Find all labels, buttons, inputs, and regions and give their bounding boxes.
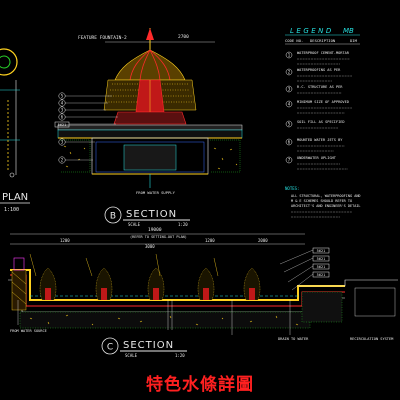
section-c-right-note: DRAIN TO WATER	[278, 337, 309, 341]
svg-text:5621: 5621	[317, 249, 326, 253]
section-c-right-note: RECIRCULATION SYSTEM	[350, 337, 394, 341]
section-c-top-dim: 19000	[148, 227, 162, 233]
section-c-dim: 1200	[205, 238, 215, 243]
svg-text:R.C. STRUCTURE AS PER: R.C. STRUCTURE AS PER	[297, 85, 343, 89]
section-c-title: SECTION	[123, 340, 174, 351]
svg-text:5621: 5621	[317, 273, 326, 277]
callout-tag: 5621	[312, 255, 330, 262]
svg-text:3: 3	[61, 140, 64, 145]
svg-text:4: 4	[61, 101, 64, 106]
plan-scale: 1:100	[4, 207, 19, 213]
section-c-drawing: 19000 (REFER TO SETTING-OUT PLAN) 1200 3…	[8, 227, 398, 358]
section-b-marker-circle	[104, 206, 122, 224]
legend-item: 6 MOUNTED WATER JETS BY	[285, 138, 345, 152]
legend-code-header: CODE NO.	[285, 38, 303, 43]
section-c-sub-label: (REFER TO SETTING-OUT PLAN)	[130, 235, 187, 239]
svg-text:5: 5	[288, 122, 291, 127]
legend-item: 7 UNDERWATER UPLIGHT	[285, 156, 348, 170]
section-c-marker: C	[107, 343, 113, 353]
legend-note-line: ARCHITECT'S AND ENGINEER'S DETAIL	[291, 204, 361, 208]
water-jet	[197, 267, 215, 301]
svg-text:3: 3	[61, 108, 64, 113]
section-c-marker-circle	[101, 337, 119, 355]
svg-text:2: 2	[288, 70, 291, 75]
callout-bubble: 4	[58, 99, 66, 107]
svg-text:MOUNTED WATER JETS BY: MOUNTED WATER JETS BY	[297, 138, 343, 142]
legend-item: 1 WATERPROOF CEMENT-MORTAR	[285, 51, 350, 65]
legend-panel: LEGEND MB CODE NO. DESCRIPTION DIM 1 WAT…	[285, 27, 361, 218]
section-b-scale-prefix: SCALE	[128, 222, 141, 227]
section-b-supply-note: FROM WATER SUPPLY	[136, 190, 176, 195]
svg-text:SOIL FILL AS SPECIFIED: SOIL FILL AS SPECIFIED	[297, 120, 345, 124]
section-b-drawing: FEATURE FOUNTAIN-2 2700	[54, 28, 243, 227]
callout-bubble: 2	[58, 156, 66, 164]
callout-tag: 5621	[312, 263, 330, 270]
svg-text:UNDERWATER UPLIGHT: UNDERWATER UPLIGHT	[297, 156, 337, 160]
section-b-title: SECTION	[126, 209, 177, 220]
svg-text:5621: 5621	[317, 265, 326, 269]
plan-label: PLAN	[2, 192, 28, 203]
section-c-dim: 3000	[145, 244, 155, 249]
water-jet	[243, 267, 261, 301]
callout-bubble: 6	[58, 113, 66, 121]
svg-text:5: 5	[61, 94, 64, 99]
section-b-top-label: FEATURE FOUNTAIN-2	[78, 35, 127, 41]
section-b-callouts: 5 4 3 6 5621 3	[54, 92, 118, 164]
callout-tag: 5621	[54, 121, 70, 128]
legend-item: 3 R.C. STRUCTURE AS PER	[285, 85, 343, 94]
section-c-dim: 1200	[60, 238, 70, 243]
callout-bubble: 3	[58, 106, 66, 114]
legend-item: 4 MINIMUM SIZE OF APPROVED	[285, 100, 352, 114]
section-b-marker: B	[110, 212, 116, 222]
fountain-basin: FROM WATER SUPPLY	[57, 124, 243, 195]
section-b-scale: 1:20	[178, 222, 188, 227]
svg-text:2: 2	[61, 158, 64, 163]
legend-item: 5 SOIL FILL AS SPECIFIED	[285, 120, 345, 129]
water-jet	[39, 267, 57, 301]
callout-tag: 5621	[312, 271, 330, 278]
svg-text:5621: 5621	[317, 257, 326, 261]
legend-desc-header: DESCRIPTION	[310, 38, 336, 43]
section-c-title-block: C SECTION SCALE 1:20	[101, 337, 187, 358]
svg-text:6: 6	[288, 140, 291, 145]
section-c-scale: 1:20	[175, 353, 185, 358]
legend-note-line: M & E SCHEMES SHOULD REFER TO	[291, 199, 352, 203]
legend-title: LEGEND	[290, 27, 334, 35]
plan-circle-inner	[0, 55, 11, 69]
legend-ref-header: DIM	[350, 38, 358, 43]
svg-text:MINIMUM SIZE OF APPROVED: MINIMUM SIZE OF APPROVED	[297, 100, 349, 104]
section-c-callouts: 5621 5621 5621 5621	[279, 247, 330, 291]
callout-bubble: 5	[58, 92, 66, 100]
svg-text:5621: 5621	[58, 123, 67, 127]
section-c-left-note: FROM WATER SOURCE	[10, 329, 47, 333]
callout-bubble: 3	[58, 138, 66, 146]
callout-tag: 5621	[312, 247, 330, 254]
svg-text:4: 4	[288, 102, 291, 107]
water-jet	[147, 267, 165, 301]
svg-text:1: 1	[288, 53, 291, 58]
section-c-dim: 2000	[258, 238, 268, 243]
pool-jets	[17, 253, 291, 335]
section-b-title-block: B SECTION SCALE 1:20	[104, 206, 190, 227]
svg-text:WATERPROOF CEMENT-MORTAR: WATERPROOF CEMENT-MORTAR	[297, 51, 350, 55]
section-b-dim-top: 2700	[178, 34, 189, 40]
water-jet	[95, 267, 113, 301]
legend-title-suffix: MB	[343, 27, 354, 35]
svg-text:WATERPROOFING AS PER: WATERPROOFING AS PER	[297, 68, 341, 72]
section-c-scale-prefix: SCALE	[125, 353, 138, 358]
svg-text:7: 7	[288, 158, 291, 163]
pool-section-profile	[8, 257, 398, 329]
svg-text:3: 3	[288, 87, 291, 92]
legend-note-line: ALL STRUCTURAL, WATERPROOFING AND	[291, 194, 361, 198]
legend-notes-title: NOTES:	[285, 186, 299, 191]
plan-circle-marker	[0, 48, 18, 76]
legend-item: 2 WATERPROOFING AS PER	[285, 68, 352, 82]
fountain-spray	[103, 28, 197, 125]
plan-stub: PLAN 1:100	[0, 48, 30, 213]
svg-text:6: 6	[61, 115, 64, 120]
drawing-title: 特色水條詳圖	[146, 375, 254, 395]
